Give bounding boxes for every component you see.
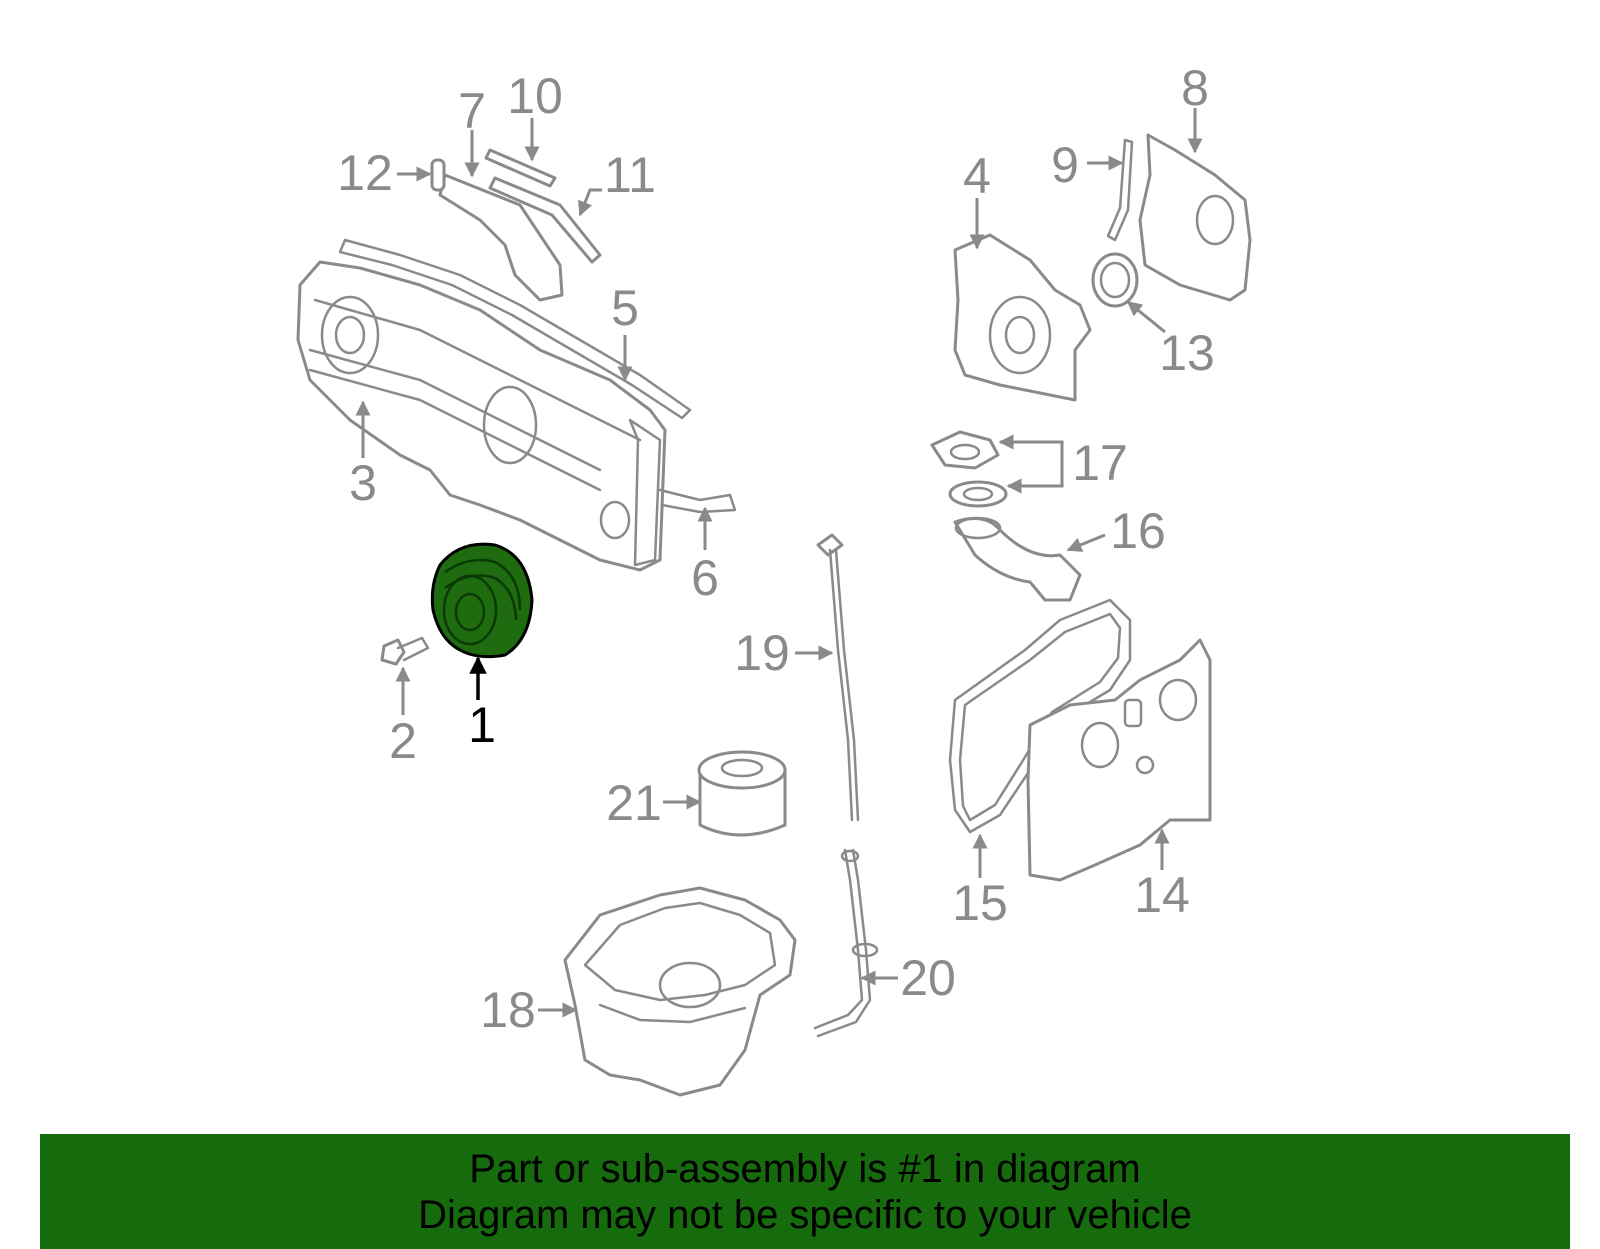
callout-21: 21: [606, 775, 662, 831]
callout-7: 7: [458, 83, 486, 139]
part-12-pin[interactable]: [430, 158, 446, 192]
callout-6: 6: [691, 550, 719, 606]
callout-9: 9: [1051, 137, 1079, 193]
part-13-oil-seal[interactable]: [1091, 252, 1139, 308]
part-11-guide[interactable]: [488, 176, 602, 264]
callout-11: 11: [604, 147, 656, 203]
leader-17b: [1006, 460, 1064, 494]
callout-8: 8: [1181, 60, 1209, 116]
part-7-bracket[interactable]: [438, 173, 564, 302]
callout-19: 19: [734, 625, 790, 681]
part-8-cover-plate[interactable]: [1138, 133, 1252, 302]
part-21-oil-filter[interactable]: [697, 750, 787, 837]
info-banner: Part or sub-assembly is #1 in diagram Di…: [40, 1134, 1570, 1249]
callout-12: 12: [337, 145, 393, 201]
part-10-guide[interactable]: [484, 148, 557, 188]
part-2-bolt[interactable]: [380, 636, 430, 666]
callout-numbers: 1 2 3 4 5 6 7 8 9 10 11 12 13 14 15 16 1…: [337, 60, 1215, 1038]
part-9-seal-strip[interactable]: [1106, 138, 1134, 242]
part-1-crankshaft-pulley[interactable]: [430, 542, 534, 659]
part-20-dipstick-tube[interactable]: [813, 848, 879, 1038]
part-14-oil-pan-upper[interactable]: [1026, 638, 1212, 882]
leader-11: [578, 188, 602, 217]
part-16-oil-filler-duct[interactable]: [953, 516, 1082, 602]
callout-10: 10: [507, 68, 563, 124]
callout-20: 20: [900, 950, 956, 1006]
banner-line-2: Diagram may not be specific to your vehi…: [418, 1193, 1192, 1237]
leader-16: [1066, 533, 1106, 552]
part-19-dipstick[interactable]: [816, 533, 860, 822]
leader-13: [1126, 300, 1166, 334]
leader-lines: [355, 108, 1203, 1018]
callout-13: 13: [1159, 325, 1215, 381]
callout-16: 16: [1110, 503, 1166, 559]
part-5-gasket[interactable]: [338, 238, 692, 420]
callout-15: 15: [952, 875, 1008, 931]
part-6-gasket-lower[interactable]: [628, 418, 737, 567]
part-4-timing-cover[interactable]: [953, 233, 1092, 402]
leader-17: [998, 434, 1064, 460]
banner-line-1: Part or sub-assembly is #1 in diagram: [469, 1147, 1141, 1191]
part-18-oil-pan[interactable]: [563, 886, 797, 1097]
callout-3: 3: [349, 455, 377, 511]
callout-4: 4: [963, 148, 991, 204]
part-3-timing-cover[interactable]: [296, 260, 667, 572]
part-17-filler-cap[interactable]: [930, 430, 1008, 508]
callout-5: 5: [611, 280, 639, 336]
callout-14: 14: [1134, 867, 1190, 923]
callout-2: 2: [389, 713, 417, 769]
callout-18: 18: [480, 982, 536, 1038]
callout-17: 17: [1072, 435, 1128, 491]
callout-1: 1: [468, 697, 496, 753]
